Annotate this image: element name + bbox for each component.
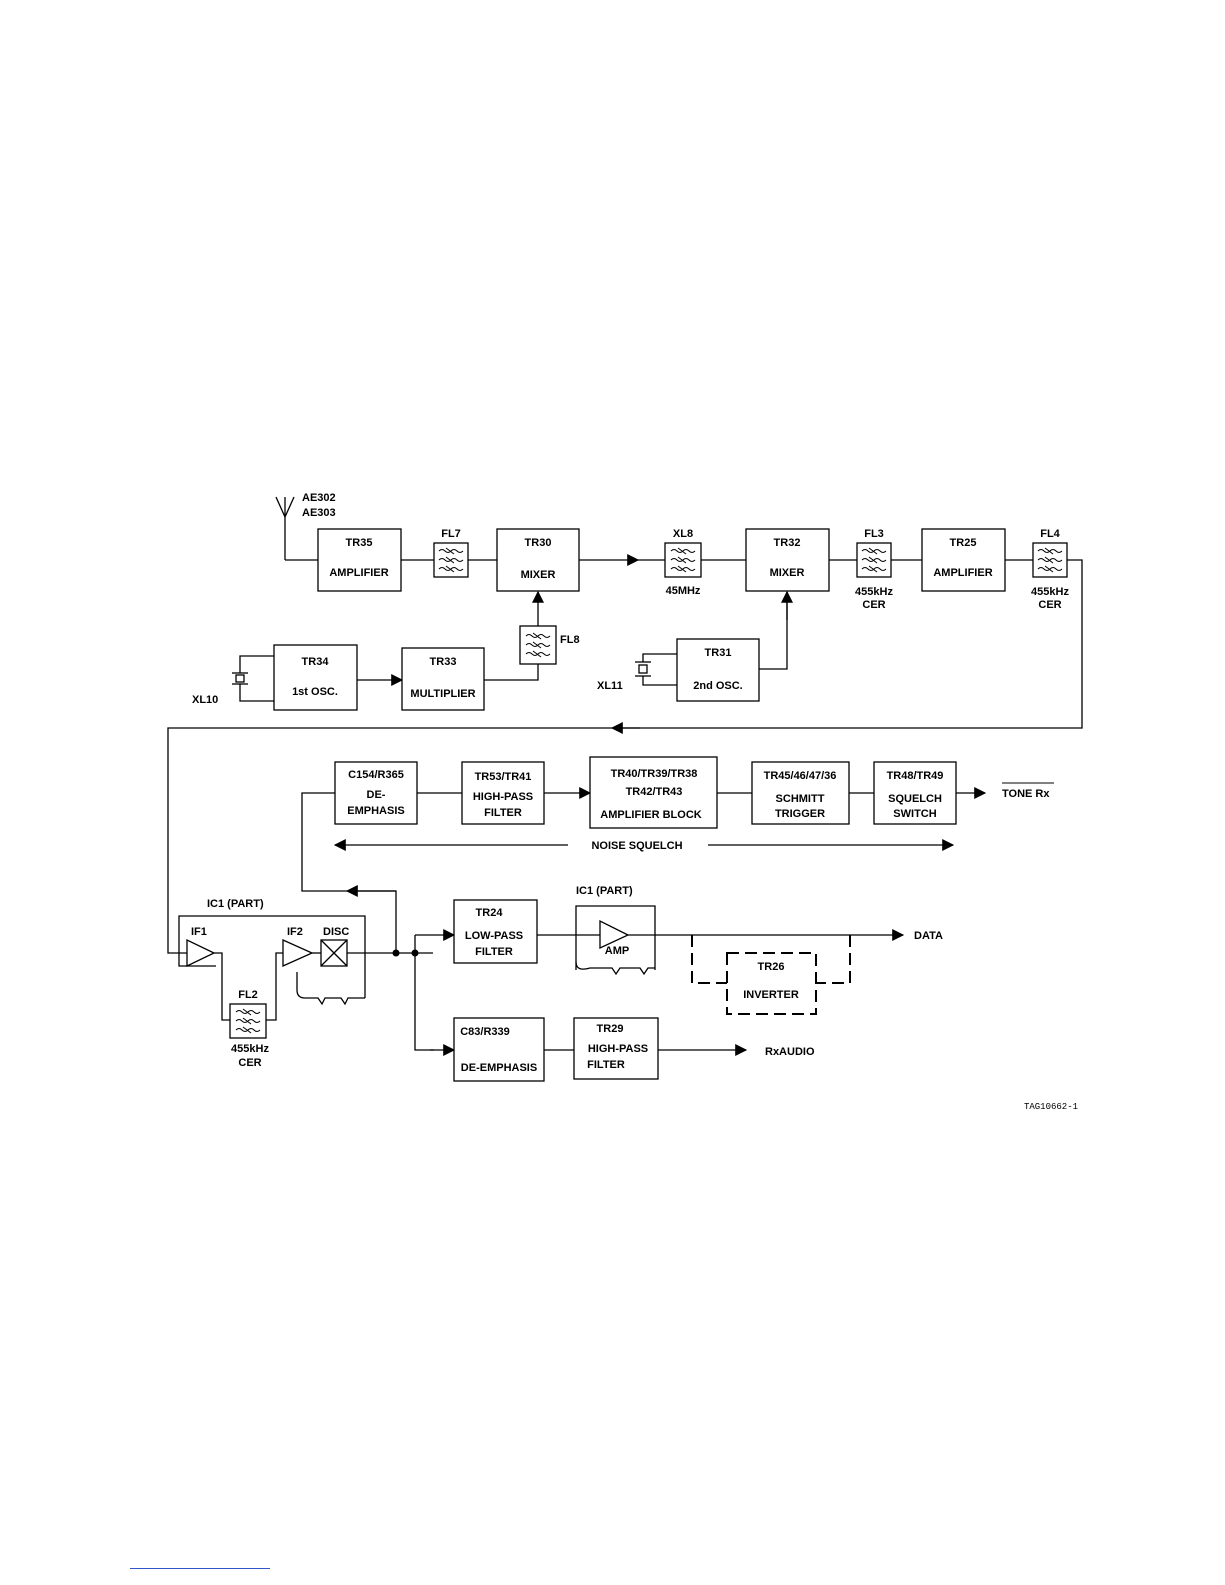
- tr31-name: 2nd OSC.: [693, 680, 743, 692]
- fl3-ref: FL3: [864, 528, 884, 540]
- tr35-ref: TR35: [346, 537, 373, 549]
- tr33-ref: TR33: [430, 656, 457, 668]
- amp-icon: [599, 919, 630, 950]
- antenna-icon: [275, 496, 318, 561]
- data-output: DATA: [914, 930, 943, 942]
- inverter-bypass-dashed: [691, 935, 727, 984]
- squelch-switch-block: [873, 761, 957, 825]
- tr53-block: [461, 761, 545, 825]
- xl10-crystal-icon: [232, 655, 274, 702]
- xl11-crystal-icon: [635, 653, 677, 686]
- tr34-ref: TR34: [302, 656, 330, 668]
- tr29-name-2: FILTER: [587, 1059, 625, 1071]
- tr32-name: MIXER: [770, 567, 805, 579]
- c154-block: [334, 761, 418, 825]
- tr33-name: MULTIPLIER: [410, 688, 475, 700]
- figure-id: TAG10662-1: [1024, 1102, 1078, 1112]
- tr26-name: INVERTER: [743, 989, 799, 1001]
- xl8-ref: XL8: [673, 528, 693, 540]
- tr29-block: [573, 1017, 659, 1080]
- tr26-block: [726, 952, 817, 1015]
- tr31-block: [676, 638, 760, 702]
- tr34-name: 1st OSC.: [292, 686, 338, 698]
- tr25-name: AMPLIFIER: [933, 567, 992, 579]
- schmitt-trigger-name-2: TRIGGER: [775, 808, 825, 820]
- c83-block: [453, 1017, 545, 1082]
- ic1b-boundary: [575, 905, 656, 976]
- tr25-block: [921, 528, 1006, 592]
- schmitt-trigger-ref: TR45/46/47/36: [764, 770, 837, 782]
- squelch-switch-ref: TR48/TR49: [887, 770, 944, 782]
- tr53-ref: TR53/TR41: [475, 771, 532, 783]
- fl4-freq: 455kHz: [1031, 586, 1069, 598]
- c154-name-2: EMPHASIS: [347, 805, 404, 817]
- tr25-ref: TR25: [950, 537, 977, 549]
- amplifier-block-name: AMPLIFIER BLOCK: [600, 809, 701, 821]
- c83-name: DE-EMPHASIS: [461, 1062, 537, 1074]
- tr29-ref: TR29: [597, 1023, 624, 1035]
- ic1-label: IC1 (PART): [207, 898, 264, 910]
- tr35-block: [317, 528, 402, 592]
- fl2-type: CER: [238, 1057, 261, 1069]
- tr53-name-1: HIGH-PASS: [473, 791, 533, 803]
- c83-ref: C83/R339: [460, 1026, 510, 1038]
- fl4-type: CER: [1038, 599, 1061, 611]
- antenna-label-2: AE303: [302, 507, 336, 519]
- footer-rule: [130, 1568, 270, 1569]
- if1-amplifier-icon: [186, 938, 216, 968]
- fl3-type: CER: [862, 599, 885, 611]
- xl10-label: XL10: [192, 694, 218, 706]
- tr33-block: [401, 647, 485, 711]
- c154-ref: C154/R365: [348, 769, 404, 781]
- fl8-ref: FL8: [560, 634, 580, 646]
- c154-name-1: DE-: [367, 789, 386, 801]
- disc-label: DISC: [323, 926, 349, 938]
- schmitt-trigger-name-1: SCHMITT: [776, 793, 825, 805]
- amplifier-block-ref-2: TR42/TR43: [626, 786, 683, 798]
- if2-amplifier-icon: [282, 938, 314, 968]
- discriminator-icon: [320, 939, 348, 967]
- tr24-name-2: FILTER: [475, 946, 513, 958]
- ic1b-label: IC1 (PART): [576, 885, 633, 897]
- if2-label: IF2: [287, 926, 303, 938]
- fl2-freq: 455kHz: [231, 1043, 269, 1055]
- tr34-block: [273, 644, 358, 711]
- tr26-ref: TR26: [758, 961, 785, 973]
- squelch-switch-name-1: SQUELCH: [888, 793, 942, 805]
- antenna-label-1: AE302: [302, 492, 336, 504]
- tr24-name-1: LOW-PASS: [465, 930, 523, 942]
- fl3-freq: 455kHz: [855, 586, 893, 598]
- fl2-ref: FL2: [238, 989, 258, 1001]
- tr53-name-2: FILTER: [484, 807, 522, 819]
- if1-label: IF1: [191, 926, 207, 938]
- noise-squelch-label: NOISE SQUELCH: [591, 840, 682, 852]
- amp-label: AMP: [605, 945, 629, 957]
- fl4-ref: FL4: [1040, 528, 1060, 540]
- squelch-switch-name-2: SWITCH: [893, 808, 936, 820]
- tr35-name: AMPLIFIER: [329, 567, 388, 579]
- schmitt-trigger-block: [751, 761, 850, 825]
- tr31-ref: TR31: [705, 647, 732, 659]
- rx-audio-output: RxAUDIO: [765, 1046, 815, 1058]
- tone-rx-output: TONE Rx: [1002, 788, 1050, 800]
- amplifier-block-ref-1: TR40/TR39/TR38: [611, 768, 698, 780]
- tr30-ref: TR30: [525, 537, 552, 549]
- ic1-boundary: [178, 915, 366, 1006]
- xl11-label: XL11: [597, 680, 623, 692]
- tr32-ref: TR32: [774, 537, 801, 549]
- tr29-name-1: HIGH-PASS: [588, 1043, 648, 1055]
- tr30-name: MIXER: [521, 569, 556, 581]
- amplifier-block: [589, 756, 718, 829]
- tr24-block: [453, 899, 538, 964]
- fl7-ref: FL7: [441, 528, 461, 540]
- xl8-freq: 45MHz: [666, 585, 701, 597]
- tr24-ref: TR24: [476, 907, 504, 919]
